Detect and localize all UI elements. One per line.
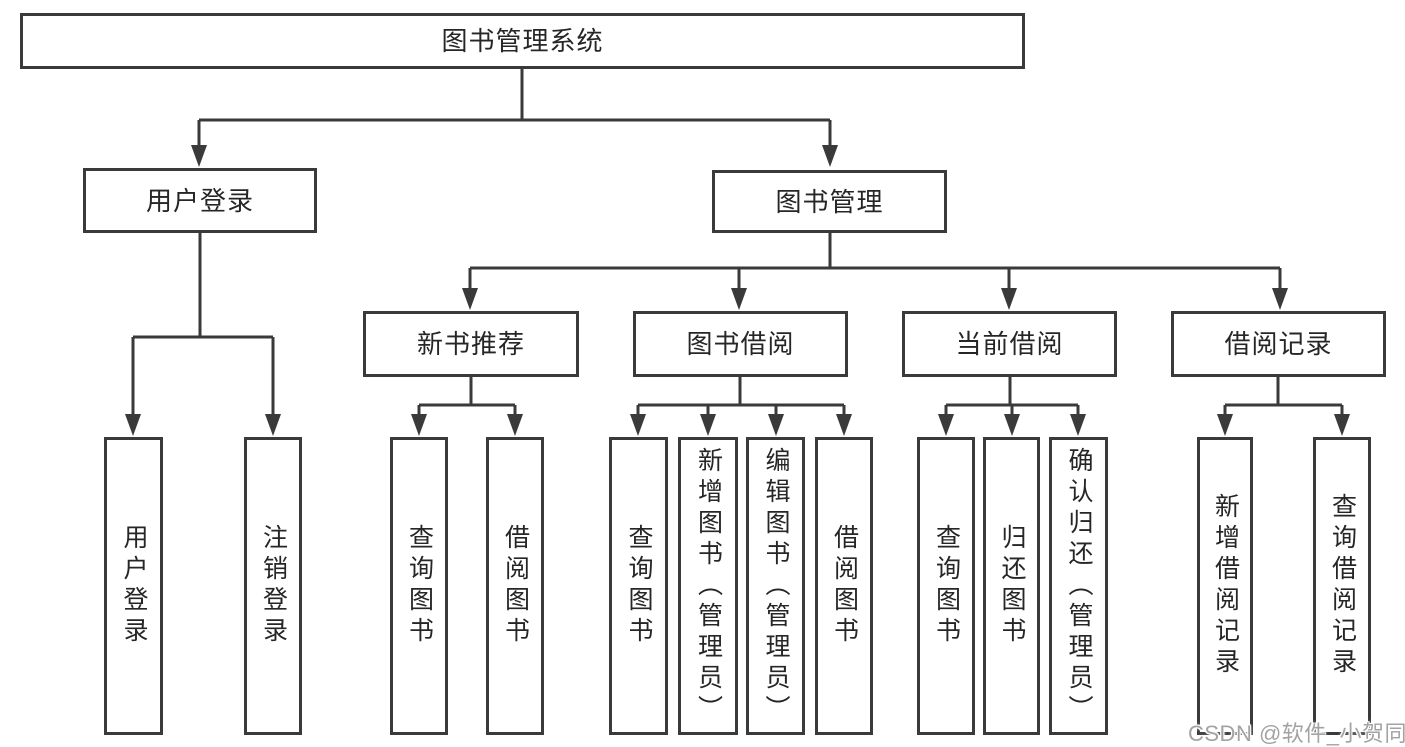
node-book-borrowing: 图书借阅 (633, 311, 848, 377)
leaf-borrow-books-recommend: 借阅图书 (486, 437, 544, 735)
leaf-label: 查询图书 (625, 524, 653, 648)
node-library-management-system: 图书管理系统 (20, 13, 1025, 69)
node-new-book-recommendation: 新书推荐 (363, 311, 579, 377)
leaf-add-borrow-record: 新增借阅记录 (1197, 437, 1253, 735)
leaf-label: 归还图书 (998, 524, 1026, 648)
node-label: 借阅记录 (1224, 329, 1333, 359)
leaf-query-borrow-record: 查询借阅记录 (1313, 437, 1371, 735)
leaf-label: 编辑图书（管理员） (762, 446, 790, 726)
node-borrowing-records: 借阅记录 (1171, 311, 1386, 377)
node-label: 图书借阅 (686, 329, 795, 359)
leaf-borrow-books: 借阅图书 (815, 437, 873, 735)
leaf-label: 用户登录 (120, 524, 148, 648)
leaf-query-books-current: 查询图书 (917, 437, 975, 735)
leaf-label: 查询借阅记录 (1328, 493, 1357, 679)
leaf-query-books-recommend: 查询图书 (390, 437, 448, 735)
leaf-label: 确认归还（管理员） (1065, 446, 1093, 726)
leaf-edit-book-admin: 编辑图书（管理员） (746, 437, 805, 735)
leaf-label: 注销登录 (259, 524, 288, 648)
leaf-label: 新增图书（管理员） (694, 446, 723, 726)
node-user-login: 用户登录 (83, 168, 317, 233)
leaf-label: 借阅图书 (501, 524, 530, 648)
leaf-label: 借阅图书 (830, 524, 859, 648)
leaf-label: 查询图书 (932, 524, 961, 648)
node-label: 图书管理 (775, 186, 884, 217)
arrowheads (125, 145, 1350, 436)
leaf-logout: 注销登录 (244, 437, 302, 735)
node-book-management: 图书管理 (712, 170, 947, 233)
leaf-add-book-admin: 新增图书（管理员） (678, 437, 738, 735)
leaf-label: 查询图书 (405, 524, 434, 648)
leaf-confirm-return-admin: 确认归还（管理员） (1049, 437, 1108, 735)
node-label: 当前借阅 (955, 329, 1064, 359)
leaf-return-book: 归还图书 (983, 437, 1040, 735)
watermark: CSDN @软件_小贺同学 (1188, 721, 1405, 746)
leaf-label: 新增借阅记录 (1211, 493, 1240, 679)
node-label: 新书推荐 (416, 329, 525, 359)
node-current-borrowing: 当前借阅 (902, 311, 1117, 377)
node-label: 用户登录 (145, 185, 254, 216)
node-label: 图书管理系统 (441, 26, 604, 56)
leaf-query-books-borrow: 查询图书 (609, 437, 668, 735)
leaf-user-login: 用户登录 (104, 437, 163, 735)
